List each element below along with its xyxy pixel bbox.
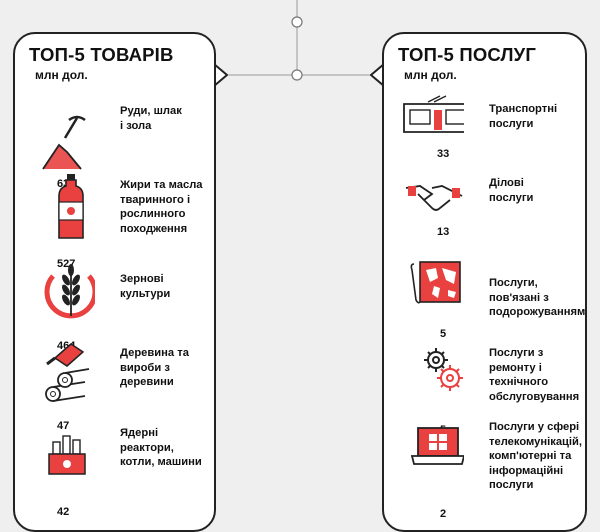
goods-item-label: Ядерні реактори, котли, машини (120, 427, 202, 468)
timber-saw-icon (45, 343, 90, 402)
services-item-value: 2 (440, 508, 447, 520)
handshake-icon (405, 185, 463, 211)
services-pointer (370, 63, 385, 87)
goods-item-oils: Жири та масла тваринного і рослинного по… (15, 172, 214, 270)
services-item-label: Послуги, пов'язані з подорожуванням (489, 277, 586, 318)
connector-node-top (291, 16, 303, 28)
services-item-value: 13 (437, 226, 450, 238)
services-item-telecom: Послуги у сфері телекомунікацій, комп'ют… (384, 420, 585, 520)
services-item-business: Ділові послуги 13 (384, 174, 585, 254)
goods-unit: млн дол. (35, 68, 88, 82)
goods-title: ТОП-5 ТОВАРІВ (29, 44, 174, 65)
goods-item-ores: Руди, шлак і зола 636 (15, 92, 214, 190)
top-services-card: ТОП-5 ПОСЛУГ млн дол. Транспортні послуг… (382, 32, 587, 532)
goods-item-value: 42 (57, 506, 70, 518)
goods-item-value: 47 (57, 420, 70, 432)
services-item-label: Послуги з ремонту і технічного обслугову… (489, 347, 580, 403)
oil-bottle-icon (58, 174, 84, 239)
goods-item-grain: Зернові культури 464 (15, 254, 214, 352)
services-item-label: Ділові послуги (489, 177, 534, 204)
goods-item-label: Руди, шлак і зола (120, 105, 182, 132)
goods-item-label: Жири та масла тваринного і рослинного по… (120, 179, 203, 235)
services-item-value: 33 (437, 148, 450, 160)
services-item-transport: Транспортні послуги 33 (384, 92, 585, 172)
nuclear-plant-icon (48, 435, 86, 475)
gears-icon (424, 348, 463, 391)
goods-item-label: Зернові культури (120, 273, 171, 300)
goods-pointer (213, 63, 228, 87)
goods-item-nuclear: Ядерні реактори, котли, машини 42 (15, 416, 214, 518)
goods-item-label: Деревина та вироби з деревини (120, 347, 189, 388)
services-item-repair: Послуги з ремонту і технічного обслугову… (384, 340, 585, 436)
services-unit: млн дол. (404, 68, 457, 82)
mining-pickaxe-icon (42, 115, 86, 170)
wheat-icon (44, 264, 95, 319)
laptop-tools-icon (410, 427, 464, 465)
services-item-value: 5 (440, 328, 447, 340)
services-item-label: Послуги у сфері телекомунікацій, комп'ют… (489, 421, 583, 491)
services-item-travel: Послуги, пов'язані з подорожуванням 5 (384, 256, 586, 340)
world-map-icon (410, 261, 461, 304)
goods-item-timber: Деревина та вироби з деревини 47 (15, 334, 214, 432)
services-title: ТОП-5 ПОСЛУГ (398, 44, 537, 65)
top-goods-card: ТОП-5 ТОВАРІВ млн дол. Руди, шлак і зола… (13, 32, 216, 532)
services-item-label: Транспортні послуги (489, 103, 558, 130)
tram-icon (403, 95, 464, 133)
connector-node-middle (291, 69, 303, 81)
